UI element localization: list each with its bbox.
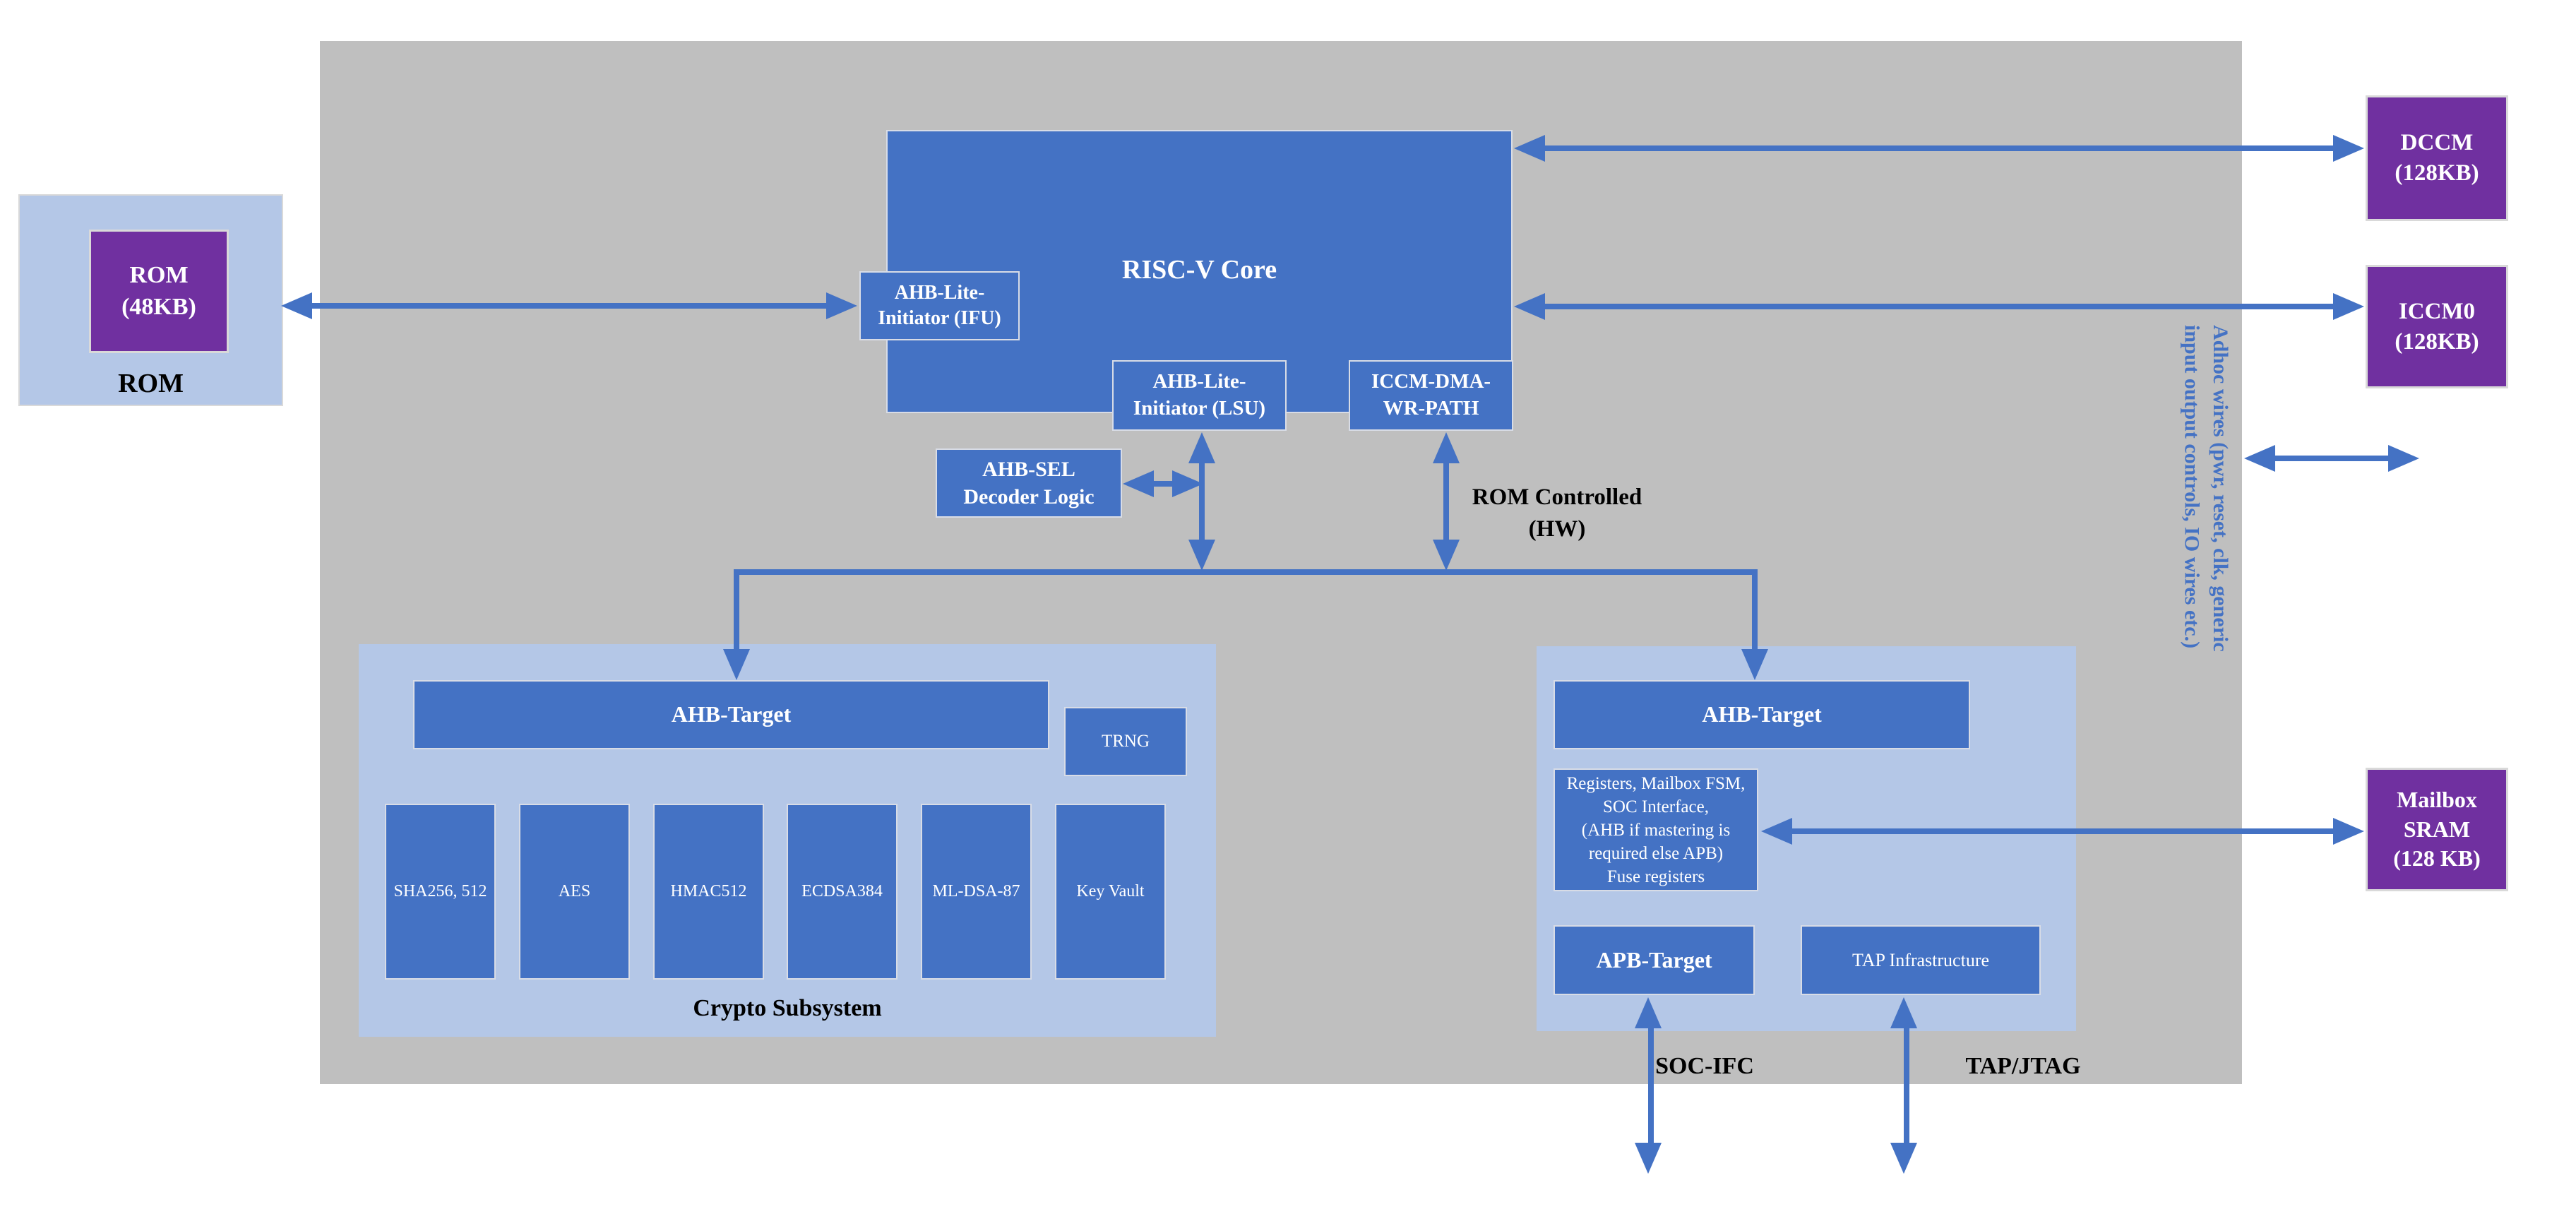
arrow-ahbsel-lsu-head-left [1123,470,1154,497]
arrow-core-iccm0-head-right [2333,293,2364,320]
arrow-core-dccm-line [1539,145,2341,151]
ahb-sel-decoder-logic: AHB-SEL Decoder Logic [936,448,1122,518]
arrow-registers-mailbox-line [1788,828,2336,834]
arrow-core-dccm-head-left [1514,135,1545,162]
arrow-rom-ifu-head-left [281,292,312,319]
mailbox-sram-memory: Mailbox SRAM (128 KB) [2366,768,2508,891]
arrow-iccmdma-bus-head-up [1433,432,1460,463]
ahb-bus-drop-right-head [1741,649,1768,680]
ahb-bus-drop-left-head [723,649,750,680]
tap-infrastructure: TAP Infrastructure [1801,925,2041,995]
crypto-subsystem-label: Crypto Subsystem [693,995,882,1021]
crypto-engine-key-vault: Key Vault [1055,804,1166,980]
arrow-iccmdma-bus-head-down [1433,540,1460,571]
soc-ifc-ahb-target: AHB-Target [1554,680,1970,749]
adhoc-wires-note: Adhoc wires (pwr, reset, clk, generic in… [2180,325,2233,652]
riscv-core-label: RISC-V Core [1121,255,1277,285]
arrow-core-iccm0-head-left [1514,293,1545,320]
ahb-bus-line [737,569,1758,575]
arrow-ahbsel-lsu-head-right [1172,470,1203,497]
dccm-memory: DCCM (128KB) [2366,95,2508,221]
arrow-adhoc-wires-head-left [2244,445,2275,472]
arrow-apb-external-head-down [1635,1143,1662,1174]
ahb-lite-initiator-ifu: AHB-Lite- Initiator (IFU) [859,271,1020,340]
trng-block: TRNG [1064,707,1187,776]
arrow-rom-ifu-line [297,303,847,309]
ahb-bus-drop-right [1752,569,1758,653]
crypto-engine-hmac: HMAC512 [653,804,764,980]
arrow-registers-mailbox-head-left [1761,818,1792,845]
arrow-ahbsel-lsu-line [1150,481,1178,487]
arrow-tap-external-head-up [1890,997,1917,1028]
arrow-adhoc-wires-line [2270,456,2394,461]
tap-jtag-label: TAP/JTAG [1965,1053,2081,1079]
arrow-lsu-bus-head-up [1188,432,1215,463]
arrow-tap-external-line [1904,1024,1909,1144]
arrow-lsu-bus-line [1199,458,1205,542]
ahb-lite-initiator-lsu: AHB-Lite- Initiator (LSU) [1112,360,1287,431]
rom-chip: ROM (48KB) [89,230,229,353]
arrow-core-iccm0-line [1539,304,2341,309]
arrow-iccmdma-bus-line [1443,458,1449,542]
iccm-dma-wr-path: ICCM-DMA- WR-PATH [1349,360,1513,431]
arrow-apb-external-head-up [1635,997,1662,1028]
arrow-rom-ifu-head-right [826,292,857,319]
crypto-engine-sha: SHA256, 512 [385,804,496,980]
crypto-engine-mldsa: ML-DSA-87 [921,804,1032,980]
rom-container-label: ROM [118,369,184,398]
arrow-lsu-bus-head-down [1188,540,1215,571]
crypto-ahb-target: AHB-Target [413,680,1049,749]
ahb-bus-drop-left [734,569,739,653]
arrow-tap-external-head-down [1890,1143,1917,1174]
soc-ifc-registers-block: Registers, Mailbox FSM, SOC Interface, (… [1554,768,1758,891]
soc-ifc-label: SOC-IFC [1655,1053,1754,1079]
crypto-engine-aes: AES [519,804,630,980]
arrow-apb-external-line [1648,1024,1654,1144]
arrow-registers-mailbox-head-right [2333,818,2364,845]
arrow-core-dccm-head-right [2333,135,2364,162]
rom-controlled-hw-label: ROM Controlled (HW) [1472,484,1642,542]
arrow-adhoc-wires-head-right [2388,445,2419,472]
apb-target: APB-Target [1554,925,1755,995]
iccm0-memory: ICCM0 (128KB) [2366,265,2508,388]
crypto-engine-ecdsa: ECDSA384 [787,804,898,980]
